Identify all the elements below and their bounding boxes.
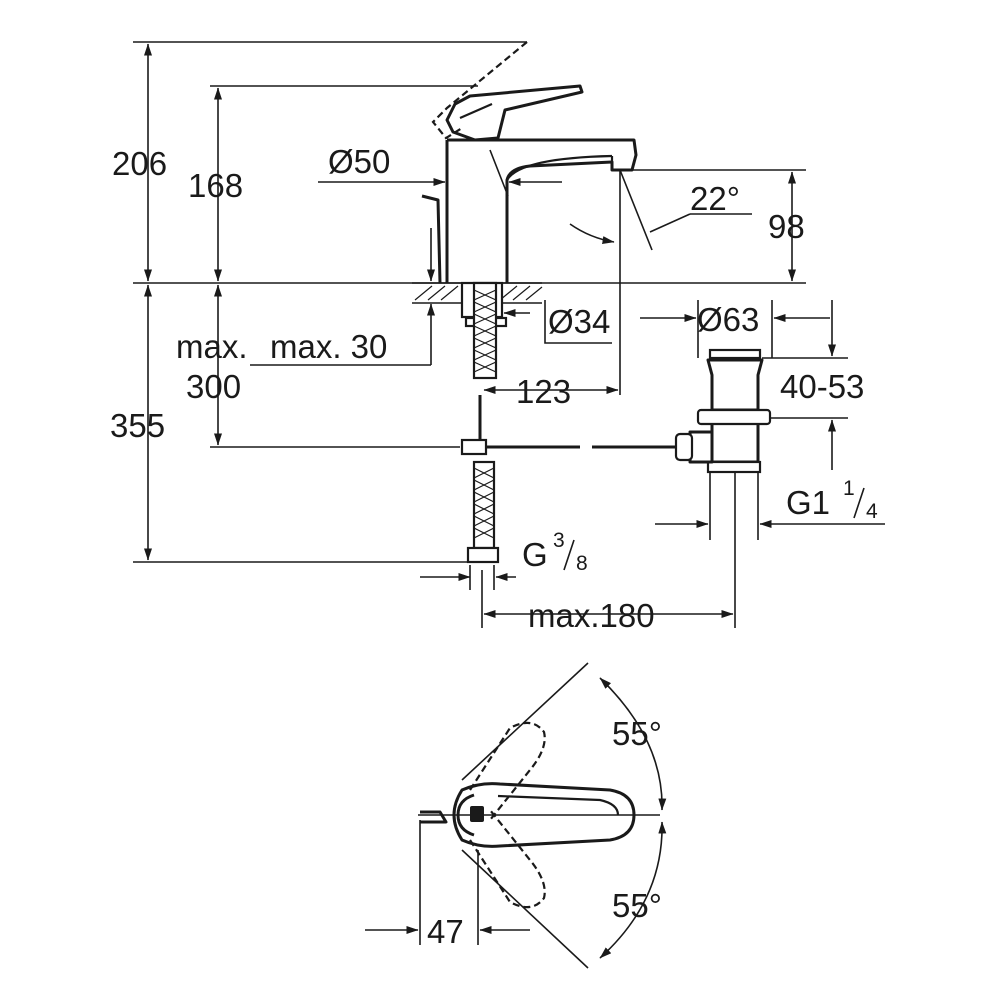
lever-rotated-up (469, 721, 546, 821)
hose-connector (466, 546, 500, 564)
label-355: 355 (110, 407, 165, 444)
label-diameter-63: Ø63 (697, 301, 759, 338)
label-rotation-down: 55° (612, 887, 662, 924)
label-max-180: max.180 (528, 597, 655, 634)
label-g114-main: G1 (786, 484, 830, 521)
rotation-arc-down (599, 821, 667, 959)
label-123: 123 (516, 373, 571, 410)
lever-top-view (452, 782, 636, 848)
label-max-30: max. 30 (270, 328, 387, 365)
label-diameter-50: Ø50 (328, 143, 390, 180)
label-98: 98 (768, 208, 805, 245)
label-g114-num: 1 (843, 477, 855, 500)
label-g38-num: 3 (553, 529, 565, 552)
label-47: 47 (427, 913, 464, 950)
spout-axis-angled (619, 169, 653, 251)
label-rotation-up: 55° (612, 715, 662, 752)
label-g38-main: G (522, 536, 548, 573)
lever-detail (459, 102, 493, 120)
label-g114-den: 4 (866, 500, 878, 523)
label-40-53: 40-53 (780, 368, 864, 405)
dimension-50-leader (489, 149, 509, 197)
rotation-arc-up (599, 677, 667, 811)
label-g114-slash (853, 487, 865, 519)
lever-top-highlight (497, 794, 620, 816)
label-168: 168 (188, 167, 243, 204)
top-view (365, 662, 667, 969)
side-view (133, 41, 885, 628)
rotation-limit-down (461, 849, 589, 969)
label-diameter-34: Ø34 (548, 303, 610, 340)
lever-rotated-down (469, 809, 546, 909)
rotation-limit-up (461, 662, 589, 781)
spout-inner-line (506, 154, 613, 181)
rod-clamp (460, 438, 488, 456)
lever-raised-outline (431, 41, 528, 140)
dimension-34-leader (544, 300, 612, 344)
label-206: 206 (112, 145, 167, 182)
angle-22-arc (569, 223, 615, 245)
angle-22-leader (649, 213, 691, 233)
popup-rod-top (420, 810, 448, 824)
lever-indicator (470, 806, 484, 822)
label-g38-den: 8 (576, 552, 588, 575)
hose-braid (473, 289, 497, 373)
lever-handle (445, 84, 584, 142)
faucet-body (445, 138, 638, 283)
label-angle-22: 22° (690, 180, 740, 217)
label-max-prefix: max. (176, 328, 248, 365)
label-300: 300 (186, 368, 241, 405)
body-top-view (456, 793, 475, 837)
popup-rod (421, 194, 442, 284)
hose-braid-lower (473, 467, 495, 539)
waste-assembly (674, 348, 772, 474)
label-g38-slash (563, 539, 575, 571)
